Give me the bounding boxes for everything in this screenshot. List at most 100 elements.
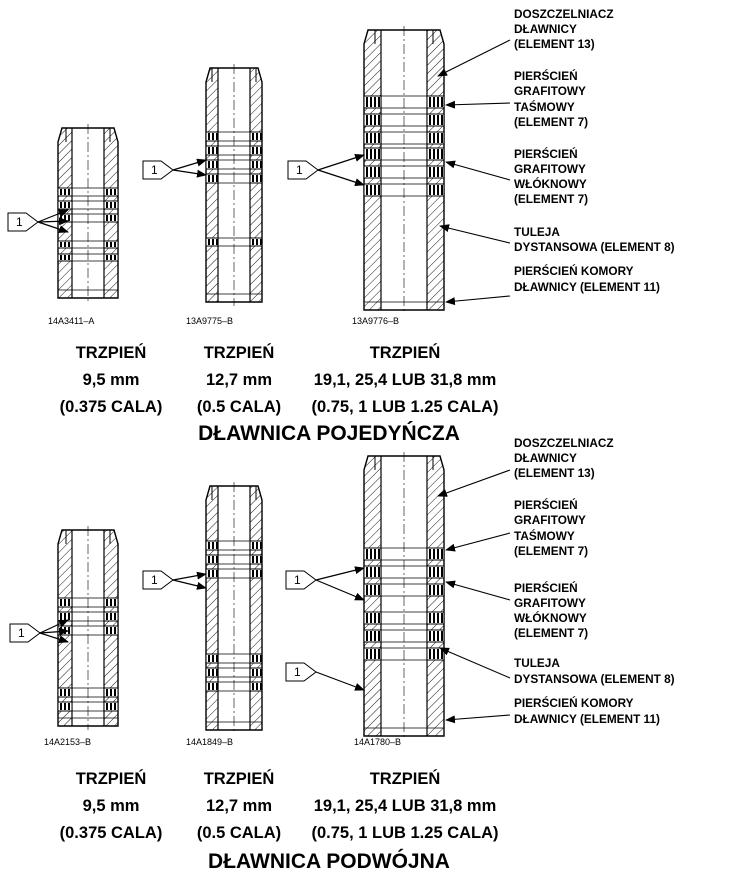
ring-stripe [208, 570, 210, 577]
tag-box [285, 570, 317, 590]
bottom-middle-key-tag: 1 [142, 570, 207, 590]
ring-stripe [64, 242, 66, 247]
ring-stripe [378, 549, 380, 559]
left-wall-hatch [206, 82, 218, 302]
svg-text:DYSTANSOWA (ELEMENT 8): DYSTANSOWA (ELEMENT 8) [514, 672, 675, 686]
ring-stripe [64, 703, 66, 710]
ring-stripe [212, 683, 214, 690]
ring-stripe [429, 185, 431, 195]
tag-arrow [315, 579, 365, 601]
ring-left [363, 629, 382, 643]
ring-stripe [366, 185, 368, 195]
ring-stripe [374, 185, 376, 195]
ring-stripe [216, 655, 218, 662]
tag-arrow [39, 627, 69, 636]
ring-stripe [378, 613, 380, 623]
top-right-stem-metric: 19,1, 25,4 LUB 31,8 mm [314, 371, 497, 389]
ring-stripe [114, 202, 116, 208]
ring-stripe [114, 613, 116, 620]
ring-stripe [370, 631, 372, 641]
bottom-middle-stem-metric: 12,7 mm [206, 797, 272, 815]
body-outline [363, 455, 445, 737]
ring-stripe [208, 161, 210, 168]
ring-stripe [260, 556, 262, 563]
tag-arrow [172, 579, 207, 590]
ring-stripe [68, 215, 70, 221]
ring-stripe [64, 189, 66, 195]
ring-stripe [441, 185, 443, 195]
ring-stripe [374, 649, 376, 659]
left-wall-hatch [206, 500, 218, 730]
ring-stripe [64, 613, 66, 620]
ring-stripe [370, 549, 372, 559]
ring-stripe [252, 161, 254, 168]
svg-text:(ELEMENT 13): (ELEMENT 13) [514, 466, 595, 480]
bottom-callout-ribbon-ring: PIERŚCIEŃ GRAFITOWY TAŚMOWY (ELEMENT 7) [514, 498, 588, 558]
ring-stripe [260, 161, 262, 168]
tag-number: 1 [294, 573, 301, 587]
tag-arrow [317, 153, 365, 171]
ring-stripe [212, 175, 214, 182]
ring-stripe [114, 215, 116, 221]
ring-stripe [60, 189, 62, 195]
ring-stripe [260, 175, 262, 182]
bottom-right-stem-metric: 19,1, 25,4 LUB 31,8 mm [314, 797, 497, 815]
ring-stripe [252, 655, 254, 662]
top-middle-stem-label: TRZPIEŃ [204, 343, 275, 362]
ring-stripe [64, 255, 66, 260]
bottom-leader-filament-ring [445, 580, 511, 601]
ring-left [363, 131, 382, 145]
ring-stripe [429, 631, 431, 641]
tag-arrow [39, 619, 69, 634]
ring-stripe [256, 683, 258, 690]
ring-stripe [260, 239, 262, 245]
svg-text:(ELEMENT 7): (ELEMENT 7) [514, 192, 588, 206]
ring-left [363, 95, 382, 109]
right-wall-hatch [427, 470, 444, 736]
ring-stripe [212, 556, 214, 563]
ring-stripe [366, 115, 368, 125]
ring-stripe [110, 242, 112, 247]
ring-left [363, 183, 382, 197]
svg-text:PIERŚCIEŃ: PIERŚCIEŃ [514, 581, 578, 595]
ring-stripe [433, 133, 435, 143]
ring-stripe [114, 689, 116, 696]
ring-stripe [60, 613, 62, 620]
ring-stripe [441, 97, 443, 107]
ring-stripe [441, 549, 443, 559]
ring-left [363, 113, 382, 127]
tag-arrow [37, 221, 69, 233]
ring-stripe [60, 627, 62, 634]
ring-stripe [378, 167, 380, 177]
svg-text:DŁAWNICY (ELEMENT 11): DŁAWNICY (ELEMENT 11) [514, 712, 660, 726]
svg-text:DOSZCZELNIACZ: DOSZCZELNIACZ [514, 7, 614, 21]
ring-stripe [212, 161, 214, 168]
ring-stripe [433, 97, 435, 107]
svg-text:PIERŚCIEŃ: PIERŚCIEŃ [514, 147, 578, 161]
ring-stripe [110, 215, 112, 221]
body-outline [205, 485, 263, 731]
bottom-right-key-tag-2: 1 [285, 662, 365, 691]
ring-stripe [252, 542, 254, 549]
ring-stripe [366, 649, 368, 659]
ring-stripe [64, 215, 66, 221]
tag-arrow [317, 169, 365, 187]
body-outline [57, 127, 119, 299]
ring-stripe [429, 167, 431, 177]
ring-stripe [208, 655, 210, 662]
ring-stripe [374, 631, 376, 641]
svg-text:(ELEMENT 7): (ELEMENT 7) [514, 544, 588, 558]
top-middle-key-tag: 1 [142, 158, 207, 180]
ring-stripe [208, 239, 210, 245]
ring-stripe [110, 703, 112, 710]
ring-stripe [378, 631, 380, 641]
ring-stripe [429, 585, 431, 595]
ring-stripe [68, 242, 70, 247]
svg-text:PIERŚCIEŃ: PIERŚCIEŃ [514, 498, 578, 512]
ring-stripe [437, 613, 439, 623]
ring-stripe [68, 703, 70, 710]
tag-box [285, 662, 317, 682]
ring-stripe [429, 567, 431, 577]
ring-stripe [110, 627, 112, 634]
right-wall-hatch [250, 82, 262, 302]
